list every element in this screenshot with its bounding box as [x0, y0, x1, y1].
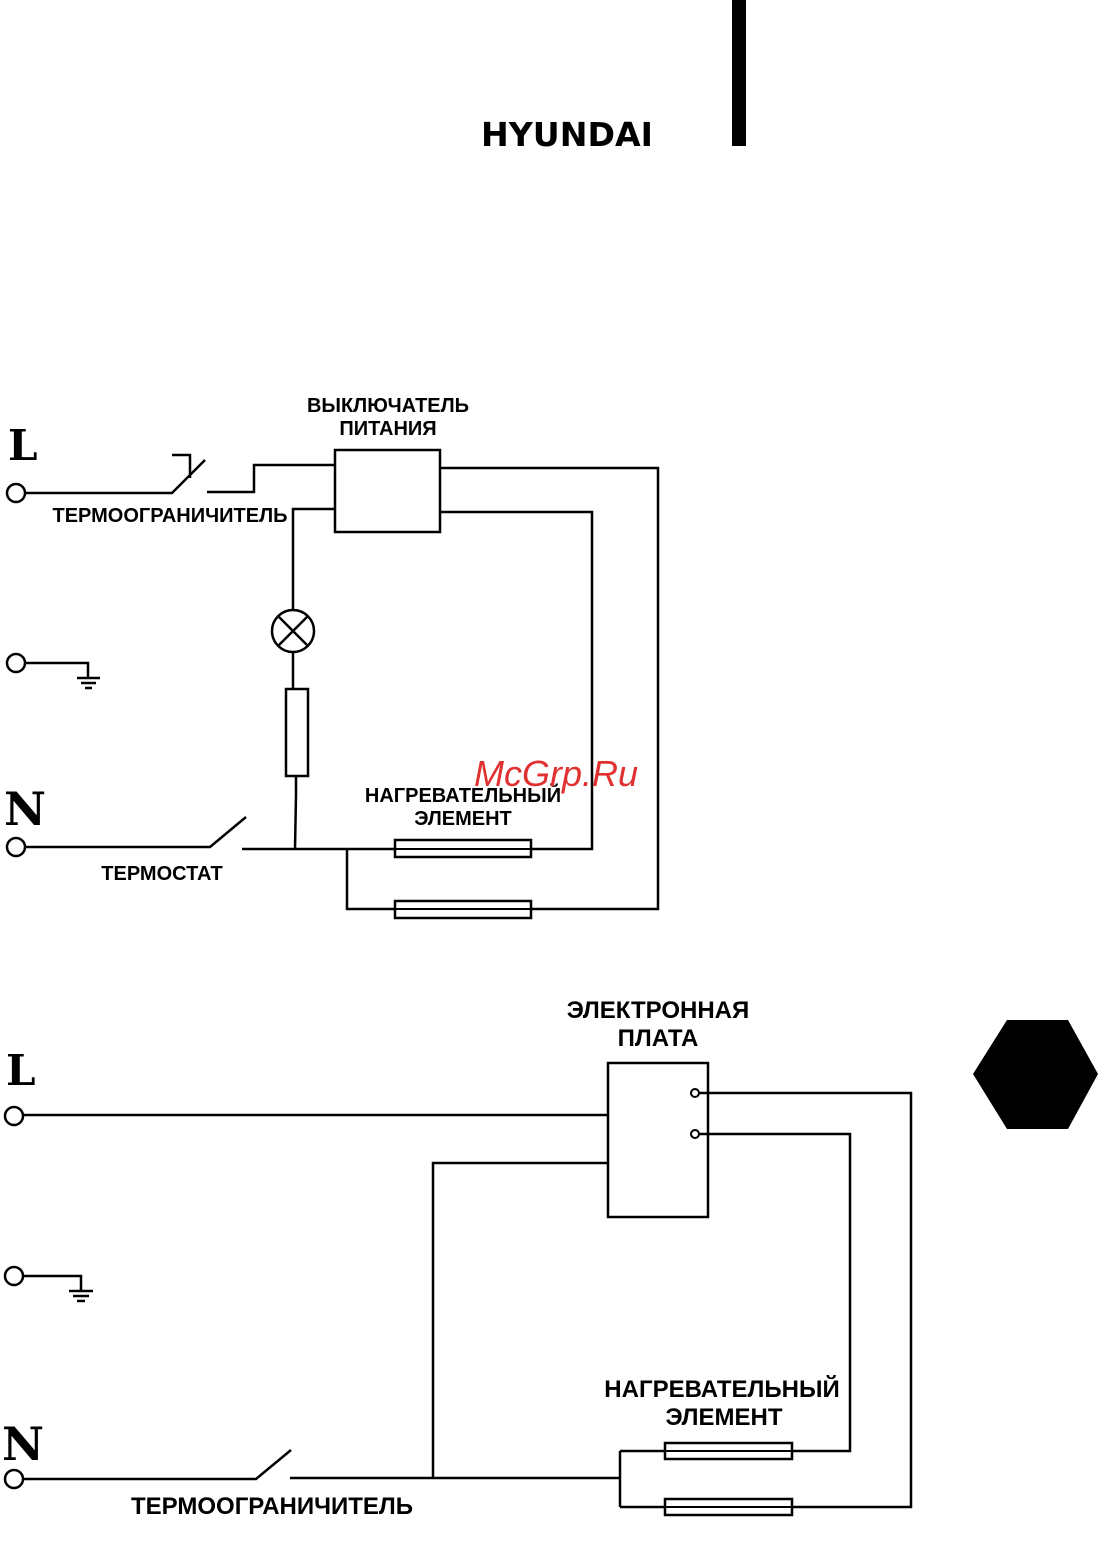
d2-thermal-limiter-label: ТЕРМООГРАНИЧИТЕЛЬ — [131, 1493, 413, 1520]
d1-wire-neutral-bus — [242, 849, 395, 909]
d2-board-label-2: ПЛАТА — [618, 1025, 699, 1052]
diagram-2: L N ЭЛЕКТРОННАЯ ПЛАТА ТЕРМООГРАНИЧИТЕЛЬ … — [2, 997, 911, 1520]
d1-thermostat-switch — [25, 817, 246, 847]
d1-thermostat-label: ТЕРМОСТАТ — [101, 863, 222, 885]
d1-terminal-n — [7, 838, 25, 856]
d1-terminal-l — [7, 484, 25, 502]
watermark: McGrp.Ru — [474, 753, 638, 794]
diagram-1: L N ТЕРМООГРАНИЧИТЕЛЬ ВЫКЛЮЧАТЕЛЬ ПИТАНИ… — [4, 395, 658, 918]
d2-heater-label-1: НАГРЕВАТЕЛЬНЫЙ — [604, 1375, 839, 1403]
d1-terminal-n-label: N — [4, 782, 46, 836]
d2-board-label-1: ЭЛЕКТРОННАЯ — [567, 997, 750, 1024]
d2-ground-icon — [23, 1276, 93, 1301]
d2-electronic-board — [608, 1063, 708, 1217]
d2-wire-outer — [699, 1093, 911, 1507]
d1-ground-icon — [25, 663, 100, 688]
hexagon-marker-icon — [973, 1020, 1098, 1129]
d2-terminal-n-label: N — [2, 1417, 44, 1471]
d2-board-output-2 — [691, 1130, 699, 1138]
d1-terminal-l-label: L — [8, 421, 38, 470]
d1-power-switch-label-2: ПИТАНИЯ — [339, 418, 436, 440]
brand-logo: HYUNDAI — [481, 115, 653, 154]
d2-board-output-1 — [691, 1089, 699, 1097]
d1-wire-outer — [440, 468, 658, 909]
d2-terminal-l — [5, 1107, 23, 1125]
d1-terminal-ground — [7, 654, 25, 672]
d1-wire-lamp-branch — [293, 509, 335, 849]
d1-power-switch — [335, 450, 440, 532]
page-edge-bar — [732, 0, 746, 146]
d2-terminal-l-label: L — [6, 1046, 36, 1095]
d1-resistor — [286, 689, 308, 776]
d2-heater-label-2: ЭЛЕМЕНТ — [666, 1404, 783, 1431]
d1-heater-label-2: ЭЛЕМЕНТ — [414, 808, 512, 830]
d2-terminal-n — [5, 1470, 23, 1488]
d2-wire-board-neutral — [433, 1163, 608, 1479]
d1-thermal-limiter-label: ТЕРМООГРАНИЧИТЕЛЬ — [53, 505, 288, 527]
d1-power-switch-label-1: ВЫКЛЮЧАТЕЛЬ — [307, 395, 469, 417]
d2-terminal-ground — [5, 1267, 23, 1285]
d1-thermal-limiter-switch — [25, 455, 335, 493]
